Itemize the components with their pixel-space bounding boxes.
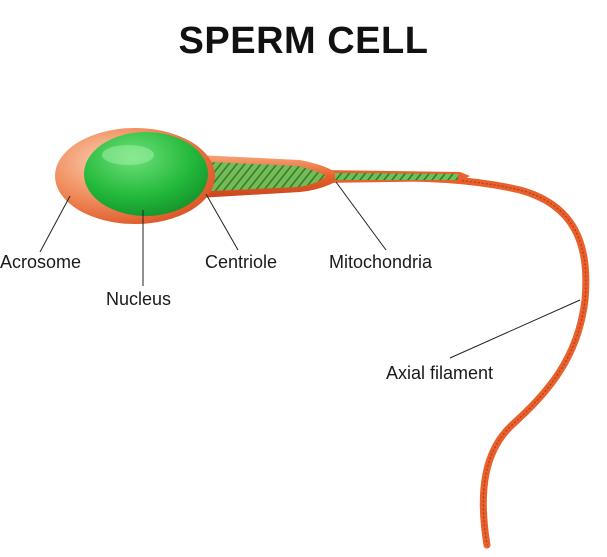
leader-line-axial-filament	[449, 299, 581, 359]
nucleus-shape	[84, 132, 208, 216]
label-acrosome: Acrosome	[0, 252, 82, 272]
label-axial-filament: Axial filament	[386, 363, 494, 383]
tail-flagellum	[326, 172, 590, 549]
tail-highlight	[329, 175, 587, 546]
label-nucleus: Nucleus	[106, 289, 172, 309]
principal-piece-fibers	[332, 173, 458, 180]
nucleus-highlight	[102, 145, 154, 165]
diagram-title: SPERM CELL	[178, 20, 429, 62]
label-centriole: Centriole	[205, 252, 278, 272]
leader-line-mitochondria	[335, 181, 387, 251]
mitochondria-sheath	[210, 162, 326, 191]
leader-line-acrosome	[39, 195, 71, 253]
leader-line-centriole	[205, 193, 239, 251]
label-mitochondria: Mitochondria	[329, 252, 433, 272]
